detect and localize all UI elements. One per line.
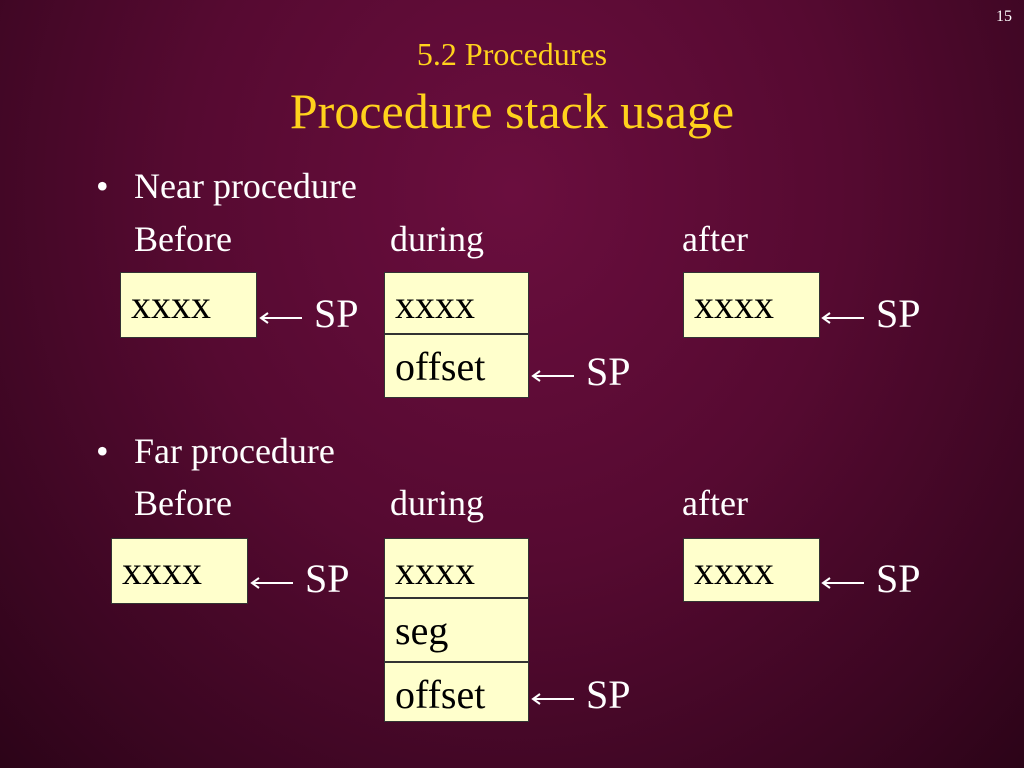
arrow-left-icon	[820, 576, 866, 589]
far-after-label: after	[682, 483, 748, 523]
arrow-left-icon	[820, 311, 866, 324]
arrow-left-icon	[530, 692, 576, 705]
bullet-icon: •	[96, 431, 109, 471]
near-during-sp-pointer: SP	[530, 348, 631, 395]
far-during-cell-offset: offset	[384, 662, 529, 722]
sp-label: SP	[876, 291, 921, 336]
far-during-cell-seg: seg	[384, 598, 529, 662]
near-procedure-bullet: • Near procedure	[96, 165, 357, 207]
far-before-label: Before	[134, 483, 232, 523]
arrow-left-icon	[249, 576, 295, 589]
near-before-cell: xxxx	[120, 272, 257, 338]
far-after-cell: xxxx	[683, 538, 820, 602]
far-after-sp-pointer: SP	[820, 555, 921, 602]
page-number: 15	[996, 8, 1012, 25]
slide-subtitle: 5.2 Procedures	[416, 36, 608, 72]
far-before-sp-pointer: SP	[249, 555, 350, 602]
near-during-cell-offset: offset	[384, 334, 529, 398]
near-before-label: Before	[134, 219, 232, 259]
near-before-sp-pointer: SP	[258, 290, 359, 337]
sp-label: SP	[586, 672, 631, 717]
far-during-label: during	[390, 483, 484, 523]
far-during-cell-top: xxxx	[384, 538, 529, 598]
sp-label: SP	[586, 349, 631, 394]
near-during-label: during	[390, 219, 484, 259]
bullet-icon: •	[96, 166, 109, 206]
sp-label: SP	[314, 291, 359, 336]
arrow-left-icon	[258, 311, 304, 324]
far-procedure-heading: Far procedure	[134, 431, 335, 471]
slide-title: Procedure stack usage	[289, 83, 735, 139]
sp-label: SP	[305, 556, 350, 601]
near-after-cell: xxxx	[683, 272, 820, 338]
near-during-cell-top: xxxx	[384, 272, 529, 334]
near-after-sp-pointer: SP	[820, 290, 921, 337]
far-before-cell: xxxx	[111, 538, 248, 604]
near-after-label: after	[682, 219, 748, 259]
far-procedure-bullet: • Far procedure	[96, 430, 335, 472]
sp-label: SP	[876, 556, 921, 601]
arrow-left-icon	[530, 369, 576, 382]
near-procedure-heading: Near procedure	[134, 166, 357, 206]
far-during-sp-pointer: SP	[530, 671, 631, 718]
